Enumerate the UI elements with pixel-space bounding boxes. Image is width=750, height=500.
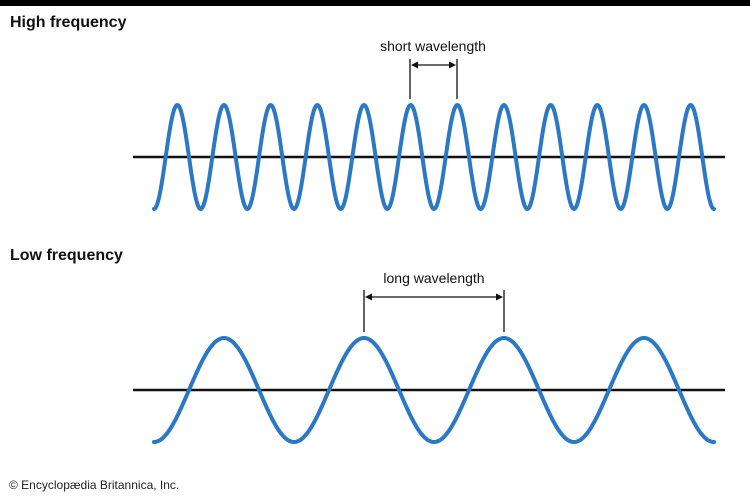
high-frequency-title: High frequency: [10, 14, 127, 31]
long-wavelength-label: long wavelength: [383, 270, 484, 286]
short-wavelength-left-arrowhead: [411, 61, 418, 69]
long-wavelength-marker: [363, 290, 505, 332]
high-frequency-wave: [152, 102, 716, 212]
copyright-notice: © Encyclopædia Britannica, Inc.: [9, 478, 180, 492]
short-wavelength-right-arrowhead: [449, 61, 456, 69]
long-wavelength-left-arrowhead: [365, 293, 372, 301]
short-wavelength-marker: [409, 59, 458, 99]
low-frequency-title: Low frequency: [10, 247, 123, 264]
short-wavelength-label: short wavelength: [380, 38, 486, 54]
low-frequency-wave: [152, 335, 716, 445]
diagram-canvas: High frequency Low frequency short wavel…: [0, 6, 750, 500]
long-wavelength-right-arrowhead: [496, 293, 503, 301]
wave-diagram: short wavelength long wavelength: [133, 38, 725, 445]
